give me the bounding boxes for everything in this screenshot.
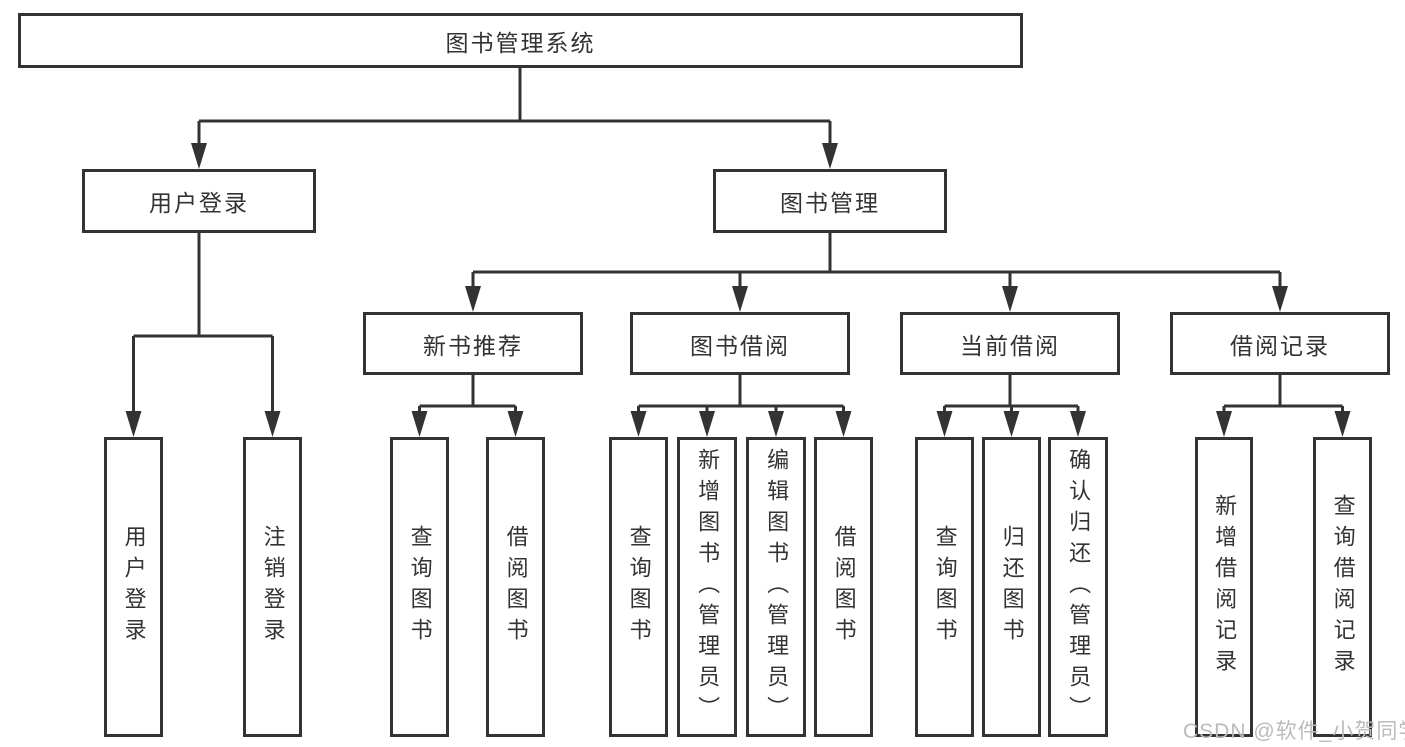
node-label: 图书管理 — [780, 190, 880, 216]
leaf-borrow-books-recommend: 借阅图书 — [486, 437, 545, 737]
node-label: 图书管理系统 — [445, 29, 596, 56]
connector-arrowheads — [125, 143, 1351, 437]
leaf-return-books: 归还图书 — [982, 437, 1041, 737]
node-label: 图书借阅 — [690, 332, 790, 359]
node-label: 归还图书 — [999, 525, 1025, 649]
leaf-logout: 注销登录 — [243, 437, 302, 737]
leaf-edit-books-admin: 编辑图书（管理员） — [746, 437, 806, 737]
node-label: 查询借阅记录 — [1330, 494, 1356, 680]
node-label: 查询图书 — [932, 525, 958, 649]
leaf-user-login: 用户登录 — [104, 437, 163, 737]
node-label: 借阅图书 — [503, 525, 529, 649]
node-user-login: 用户登录 — [82, 169, 316, 233]
leaf-query-books-current: 查询图书 — [915, 437, 974, 737]
node-new-book-recommendation: 新书推荐 — [363, 312, 583, 375]
leaf-add-books-admin: 新增图书（管理员） — [677, 437, 737, 737]
node-library-management-system: 图书管理系统 — [18, 13, 1023, 68]
node-label: 查询图书 — [626, 525, 652, 649]
node-label: 查询图书 — [407, 525, 433, 649]
node-label: 借阅图书 — [831, 525, 857, 649]
csdn-watermark: CSDN @软件_小贺同学 — [1183, 720, 1405, 743]
leaf-query-books-recommend: 查询图书 — [390, 437, 449, 737]
node-label: 新增图书（管理员） — [695, 447, 721, 727]
leaf-query-books-borrow: 查询图书 — [609, 437, 668, 737]
node-label: 注销登录 — [260, 525, 286, 649]
node-label: 新增借阅记录 — [1212, 494, 1238, 680]
leaf-add-borrow-record: 新增借阅记录 — [1195, 437, 1253, 737]
node-label: 当前借阅 — [960, 332, 1060, 359]
node-label: 编辑图书（管理员） — [764, 447, 790, 727]
leaf-confirm-return-admin: 确认归还（管理员） — [1048, 437, 1108, 737]
leaf-query-borrow-record: 查询借阅记录 — [1313, 437, 1372, 737]
node-label: 借阅记录 — [1230, 332, 1330, 359]
node-label: 用户登录 — [121, 525, 147, 649]
node-book-management: 图书管理 — [713, 169, 947, 233]
node-current-borrowing: 当前借阅 — [900, 312, 1120, 375]
node-label: 确认归还（管理员） — [1066, 447, 1092, 727]
node-borrowing-records: 借阅记录 — [1170, 312, 1390, 375]
leaf-borrow-books: 借阅图书 — [814, 437, 873, 737]
node-label: 新书推荐 — [423, 332, 523, 359]
node-label: 用户登录 — [149, 190, 249, 216]
node-book-borrowing: 图书借阅 — [630, 312, 850, 375]
